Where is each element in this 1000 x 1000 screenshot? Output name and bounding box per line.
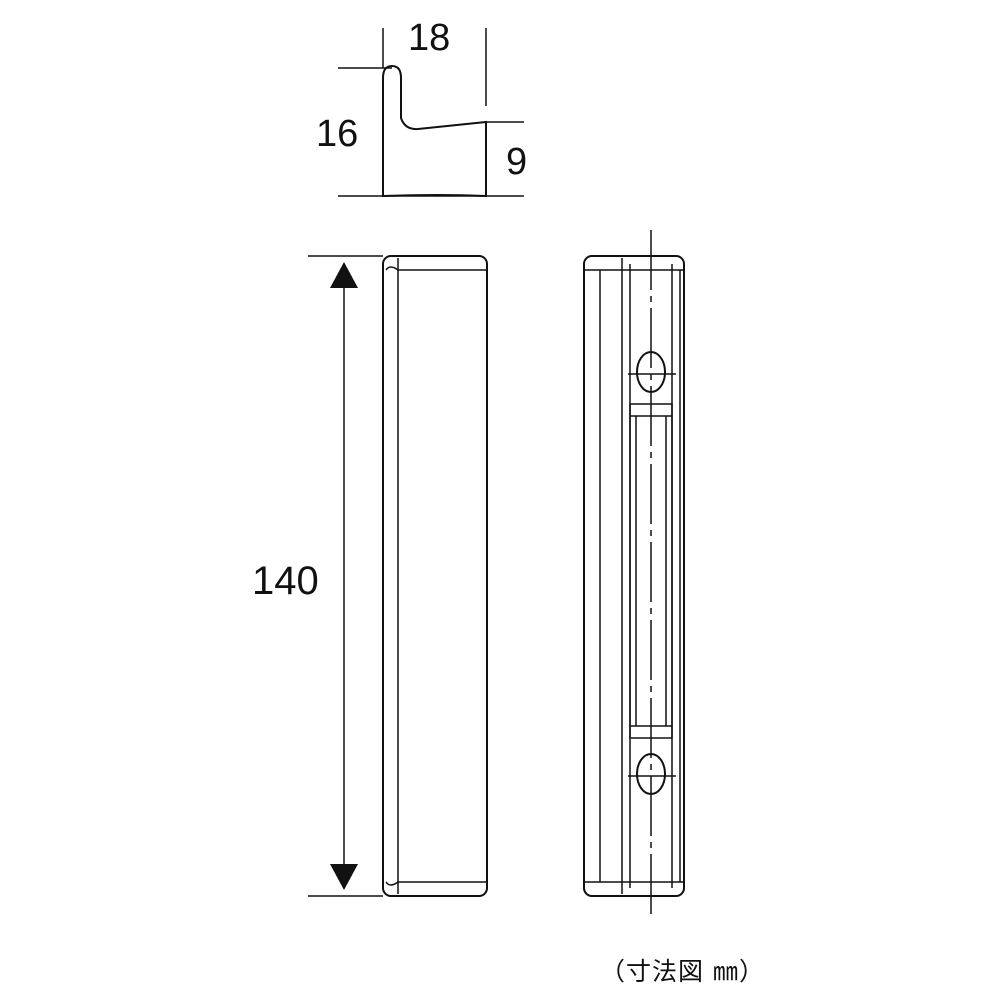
front-bottom-edge — [385, 881, 487, 886]
profile-view: 18 16 9 — [316, 17, 527, 198]
front-body-outline — [382, 255, 488, 897]
dim-depth-right: 9 — [506, 141, 527, 183]
screw-hole-top-icon — [636, 351, 666, 393]
back-view — [583, 230, 685, 918]
back-body-outline — [583, 255, 685, 897]
arrow-up-icon — [330, 262, 358, 288]
profile-outline — [382, 64, 487, 198]
front-top-edge — [385, 266, 487, 271]
front-view: 140 — [252, 255, 488, 897]
arrow-down-icon — [330, 864, 358, 890]
dim-height-top: 16 — [316, 113, 358, 155]
dimension-caption: （寸法図 ㎜） — [600, 957, 765, 986]
screw-hole-bottom-icon — [636, 753, 666, 795]
center-slot — [629, 403, 673, 739]
dim-length: 140 — [252, 559, 319, 603]
dim-width-top: 18 — [408, 17, 450, 59]
